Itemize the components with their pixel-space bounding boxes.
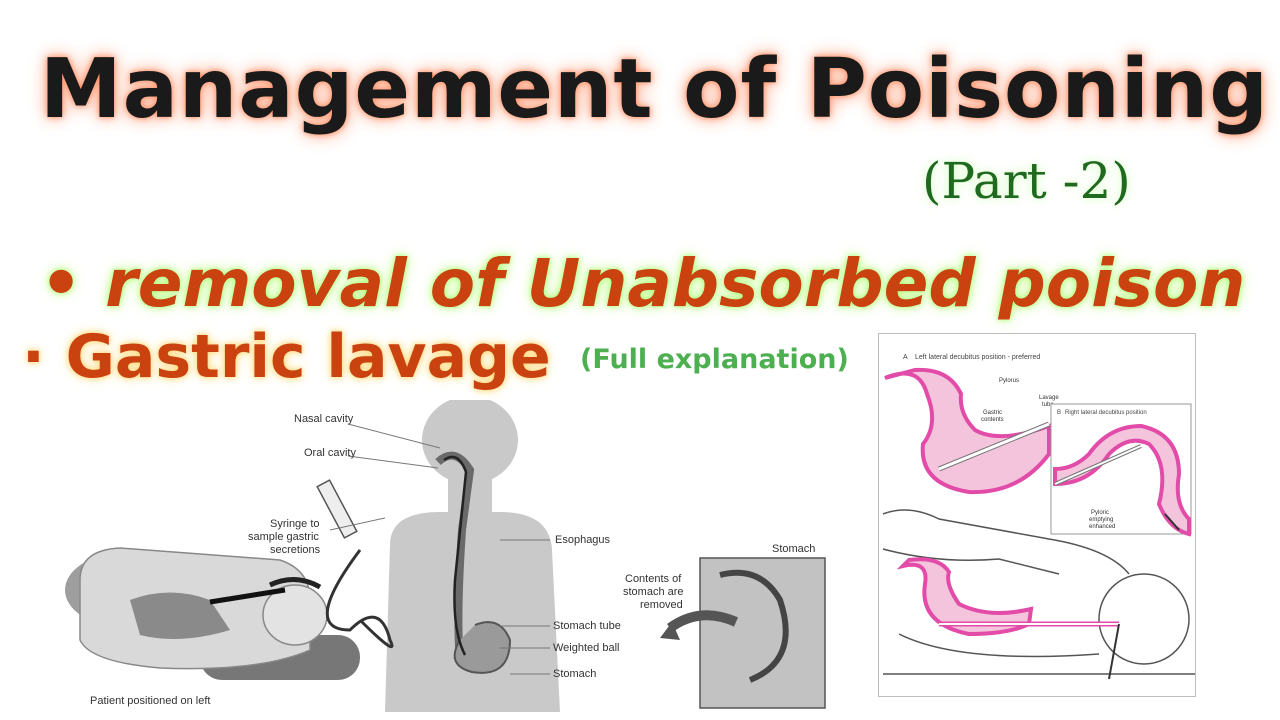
label-gastric-line1: Gastric <box>983 410 1002 416</box>
stomach-b-illustration <box>1053 423 1191 537</box>
label-stomach-inset: Stomach <box>772 543 815 555</box>
gastric-lavage-illustration: Nasal cavity Oral cavity Syringe to samp… <box>65 400 826 712</box>
label-panel-a: A <box>903 354 908 361</box>
label-panel-b-title: Right lateral decubitus position <box>1065 410 1147 416</box>
label-pyloric-line1: Pyloric <box>1091 510 1109 516</box>
label-pylorus: Pylorus <box>999 378 1019 384</box>
page-subtitle: (Part -2) <box>922 152 1131 210</box>
label-nasal-cavity: Nasal cavity <box>294 413 354 425</box>
label-contents-line2: stomach are <box>623 586 684 598</box>
label-esophagus: Esophagus <box>555 534 611 546</box>
label-syringe-line3: secretions <box>270 544 321 556</box>
label-gastric-line2: contents <box>981 417 1004 423</box>
label-pyloric-line2: emptying <box>1089 517 1113 523</box>
stomach-inset <box>660 557 826 709</box>
bullet-gastric-lavage: · Gastric lavage <box>22 322 551 392</box>
page-title: Management of Poisoning <box>40 42 1269 137</box>
label-syringe-line2: sample gastric <box>248 531 319 543</box>
label-panel-b: B <box>1057 410 1061 416</box>
bullet-removal-unabsorbed-poison: • removal of Unabsorbed poison <box>40 245 1246 322</box>
label-panel-a-title: Left lateral decubitus position - prefer… <box>915 354 1040 361</box>
lying-patient-illustration <box>65 547 360 680</box>
label-syringe-line1: Syringe to <box>270 518 320 530</box>
label-contents-line3: removed <box>640 599 683 611</box>
label-oral-cavity: Oral cavity <box>304 447 356 459</box>
label-stomach-tube: Stomach tube <box>553 620 621 632</box>
label-stomach: Stomach <box>553 668 596 680</box>
stomach-child-illustration <box>896 557 1034 637</box>
torso-illustration <box>385 400 560 712</box>
child-lying-illustration <box>882 509 1195 675</box>
full-explanation-note: (Full explanation) <box>580 344 849 375</box>
stomach-a-illustration <box>884 367 1051 495</box>
label-patient-position: Patient positioned on left <box>90 695 210 707</box>
decubitus-positions-figure: A Left lateral decubitus position - pref… <box>878 333 1196 697</box>
label-lavage-line1: Lavage <box>1039 395 1059 401</box>
label-contents-line1: Contents of <box>625 573 682 585</box>
label-pyloric-line3: enhanced <box>1089 524 1115 530</box>
syringe-illustration <box>316 479 394 649</box>
label-weighted-ball: Weighted ball <box>553 642 619 654</box>
label-lavage-line2: tube <box>1042 402 1054 408</box>
